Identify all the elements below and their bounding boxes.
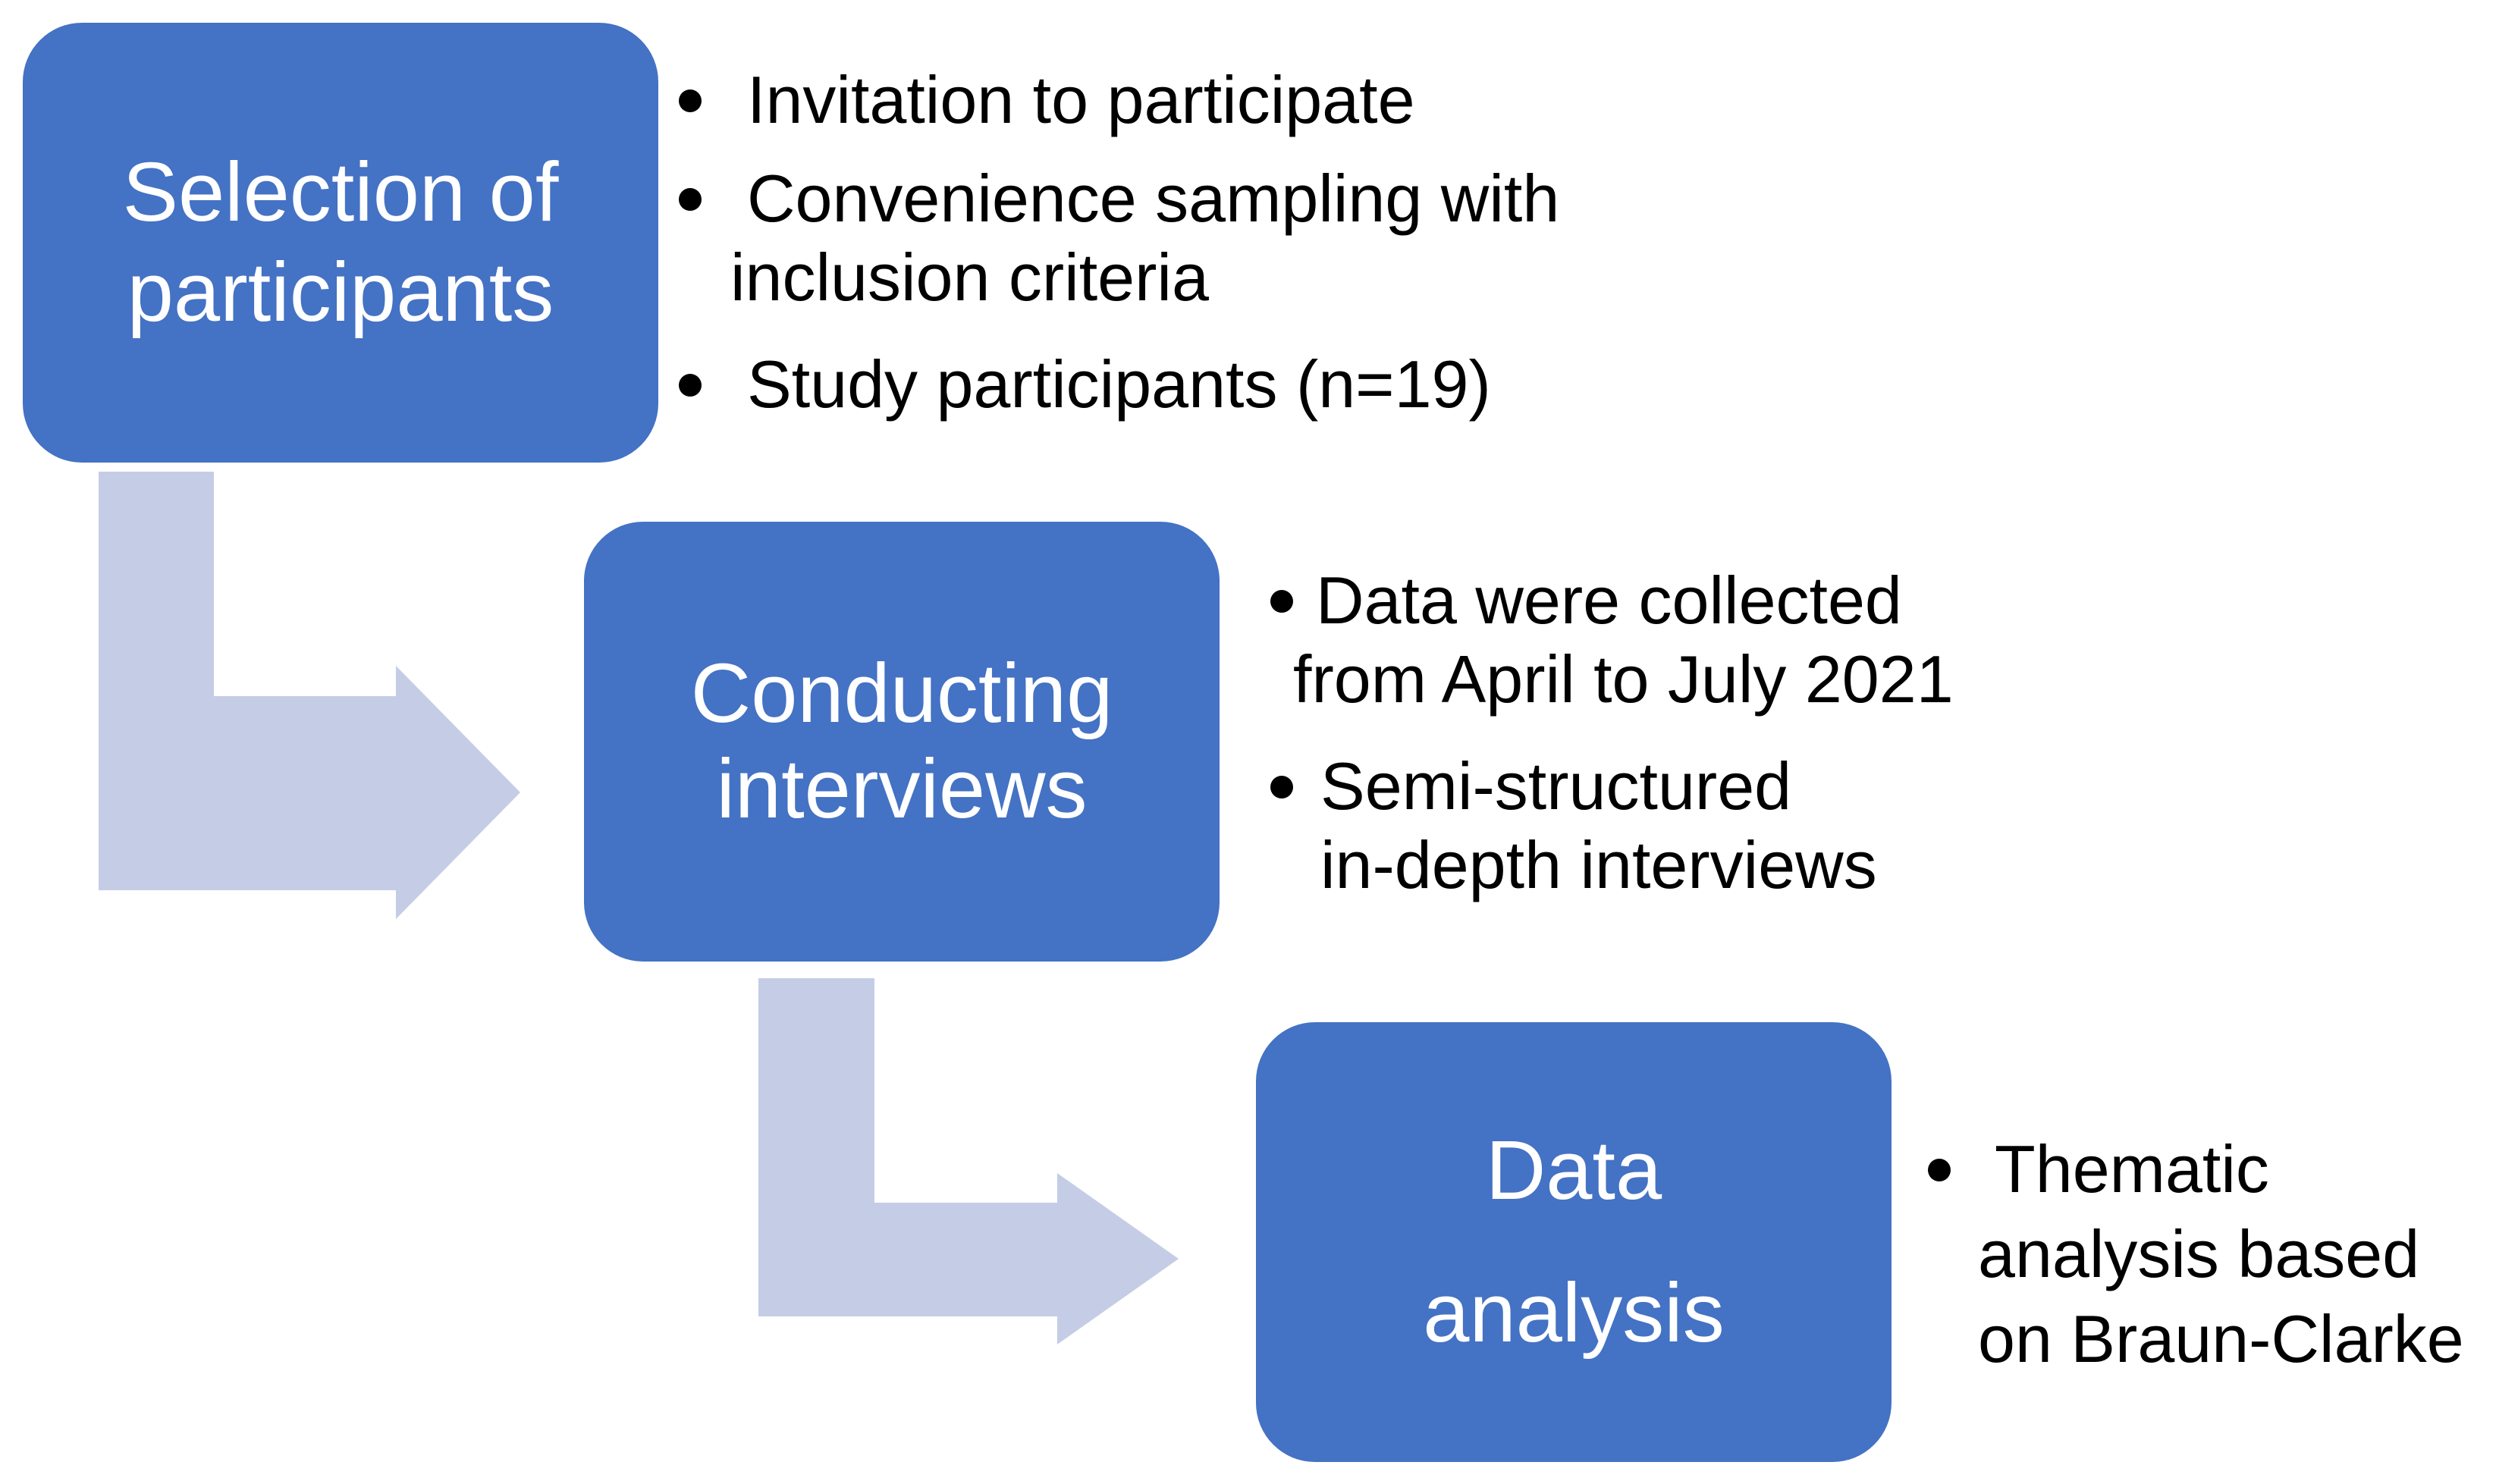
bent-arrow-icon	[758, 978, 1179, 1344]
bullet-icon	[679, 374, 702, 397]
bullet-text: Data were collected	[1316, 563, 1902, 638]
bullet-icon	[679, 89, 702, 112]
bullet-icon	[1928, 1159, 1951, 1181]
bullet-item: Convenience sampling with inclusion crit…	[679, 158, 1560, 344]
step-title: Data analysis	[1423, 1121, 1724, 1363]
bullet-item: Semi-structured in-depth interviews	[1270, 745, 1954, 906]
bent-arrow-icon	[99, 472, 520, 919]
step-box-conducting-interviews: Conducting interviews	[584, 522, 1220, 962]
bullet-list-interviews: Data were collected from April to July 2…	[1270, 560, 1954, 906]
step-title: Selection of participants	[123, 143, 559, 343]
bullet-text: Invitation to participate	[747, 62, 1415, 137]
bullet-item: Data were collected from April to July 2…	[1270, 560, 1954, 745]
step-title-line: participants	[127, 246, 554, 339]
bullet-text: Study participants (n=19)	[747, 347, 1491, 422]
step-title-line: Conducting	[690, 646, 1113, 740]
step-title: Conducting interviews	[691, 646, 1113, 838]
bullet-text: on Braun-Clarke	[1978, 1300, 2464, 1376]
bullet-item: Thematic analysis based on Braun-Clarke	[1928, 1127, 2464, 1381]
bullet-text: Thematic	[1995, 1131, 2269, 1206]
bullet-text: Convenience sampling with	[747, 161, 1560, 236]
bullet-text: inclusion criteria	[730, 240, 1209, 315]
bullet-text: in-depth interviews	[1320, 827, 1877, 903]
bullet-text: Semi-structured	[1320, 748, 1792, 824]
bullet-item: Study participants (n=19)	[679, 344, 1559, 425]
step-title-line: analysis	[1423, 1266, 1725, 1360]
step-title-line: interviews	[716, 742, 1088, 836]
bullet-list-analysis: Thematic analysis based on Braun-Clarke	[1928, 1127, 2464, 1381]
bullet-icon	[679, 188, 702, 211]
step-title-line: Data	[1485, 1124, 1662, 1217]
bullet-item: Invitation to participate	[679, 59, 1559, 158]
step-title-line: Selection of	[122, 146, 559, 239]
step-box-data-analysis: Data analysis	[1256, 1022, 1892, 1462]
bullet-list-selection: Invitation to participate Convenience sa…	[679, 59, 1560, 425]
bullet-icon	[1270, 590, 1293, 613]
bullet-text: from April to July 2021	[1293, 642, 1954, 717]
step-box-selection-of-participants: Selection of participants	[23, 23, 658, 463]
bullet-text: analysis based	[1978, 1216, 2420, 1291]
bullet-icon	[1270, 776, 1293, 798]
